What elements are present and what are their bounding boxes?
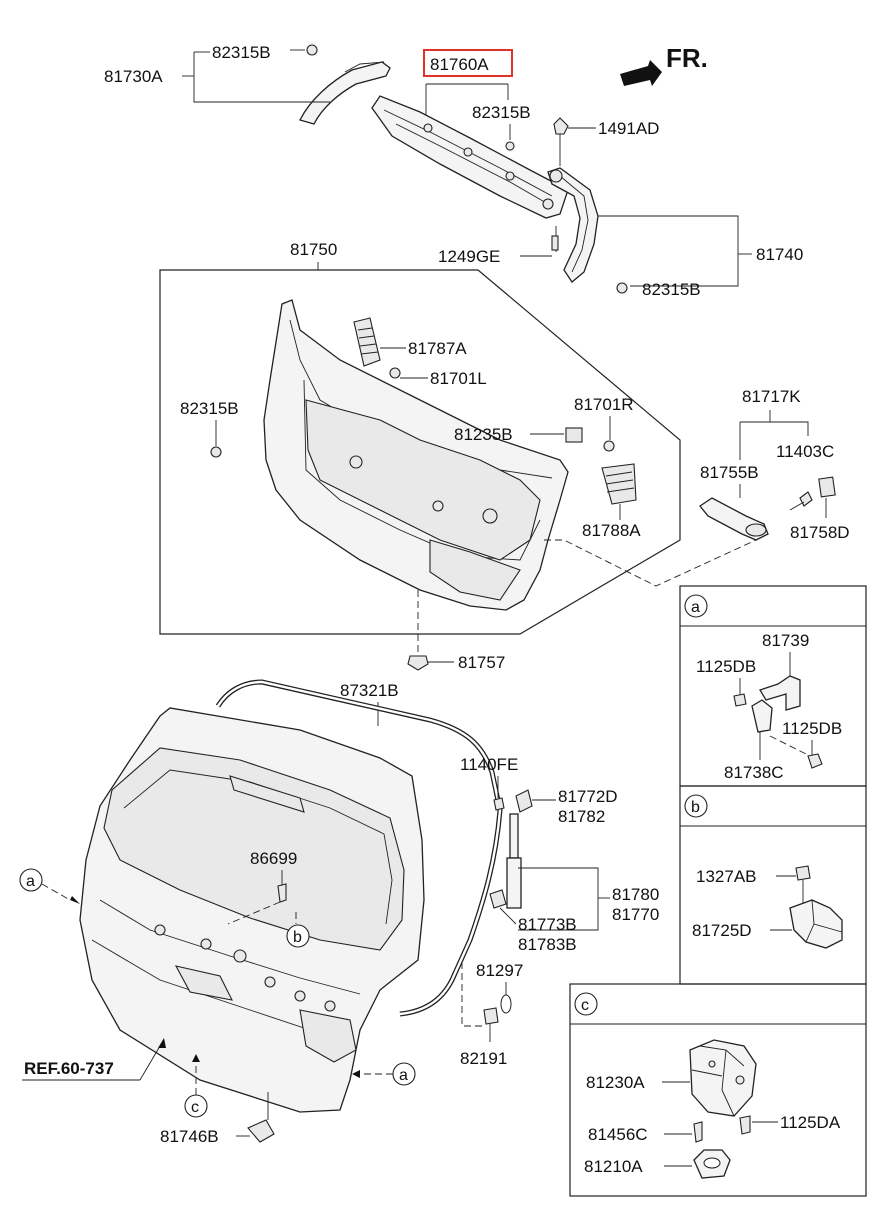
label-82315B-2: 82315B <box>472 103 531 122</box>
nut-1327AB <box>795 865 811 881</box>
callout-b-text: b <box>293 929 302 946</box>
label-1249GE: 1249GE <box>438 247 500 266</box>
detail-c-tag: c <box>581 997 589 1014</box>
screw-81456C <box>693 1121 703 1143</box>
trim-81740 <box>547 117 628 294</box>
label-82315B-4: 82315B <box>180 399 239 418</box>
front-direction-arrow: FR. <box>620 43 708 86</box>
label-87321B: 87321B <box>340 681 399 700</box>
fr-label: FR. <box>666 43 708 73</box>
screw-11403C <box>789 491 813 511</box>
label-81787A: 81787A <box>408 339 467 358</box>
label-82315B-1: 82315B <box>212 43 271 62</box>
emblem-86699 <box>277 883 287 903</box>
bolt-81757 <box>407 655 429 671</box>
clip-81701R <box>603 440 615 452</box>
label-1125DB-1: 1125DB <box>696 657 756 676</box>
callout-a-right-text: a <box>399 1067 408 1084</box>
label-1327AB: 1327AB <box>696 867 757 886</box>
clip-81746B <box>247 1119 275 1143</box>
bracket-81739 <box>759 675 801 711</box>
bolt-1140FE <box>493 797 505 811</box>
label-81740: 81740 <box>756 245 803 264</box>
callout-a-left-text: a <box>26 873 35 890</box>
label-11403C: 11403C <box>776 442 834 461</box>
part-81235B <box>565 427 583 443</box>
clip-82315B-2 <box>505 141 515 151</box>
detail-box-b: b 1327AB 81725D <box>679 785 867 985</box>
label-81782: 81782 <box>558 807 605 826</box>
tailgate-outer-panel <box>79 707 425 1113</box>
tailgate-inner-panel-81750 <box>210 299 637 611</box>
label-81717K: 81717K <box>742 387 801 406</box>
detail-box-a: a 81739 1125DB 1125DB 81738C <box>679 585 867 787</box>
clip-81701L <box>389 367 401 379</box>
label-81758D: 81758D <box>790 523 850 542</box>
label-81760A: 81760A <box>430 55 489 74</box>
bolt-1125DA <box>739 1115 751 1135</box>
gas-strut-81780 <box>506 813 522 909</box>
label-81210A: 81210A <box>584 1157 643 1176</box>
label-81456C: 81456C <box>588 1125 648 1144</box>
label-1125DA: 1125DA <box>780 1113 841 1132</box>
bracket-81773B <box>489 889 507 909</box>
vent-81787A <box>353 317 381 367</box>
label-81773B: 81773B <box>518 915 577 934</box>
label-81772D: 81772D <box>558 787 618 806</box>
bumper-82191 <box>483 1007 499 1025</box>
label-81746B: 81746B <box>160 1127 219 1146</box>
label-81739: 81739 <box>762 631 809 650</box>
panel-group-box <box>159 269 681 635</box>
label-81788A: 81788A <box>582 521 641 540</box>
label-81783B: 81783B <box>518 935 577 954</box>
label-81701L: 81701L <box>430 369 487 388</box>
label-1140FE: 1140FE <box>460 755 518 774</box>
trim-81730A <box>299 44 391 125</box>
label-86699: 86699 <box>250 849 297 868</box>
bracket-81738C <box>751 699 773 733</box>
clip-82315B-3 <box>616 282 628 294</box>
label-81230A: 81230A <box>586 1073 645 1092</box>
label-81701R: 81701R <box>574 395 634 414</box>
callout-a-left <box>19 868 43 892</box>
label-81770: 81770 <box>612 905 659 924</box>
detail-box-c: c 81230A 1125DA 81456C 81210A <box>569 983 867 1197</box>
bumper-81725D <box>789 899 843 949</box>
highlight-box-81760A <box>423 49 513 77</box>
label-81730A: 81730A <box>104 67 163 86</box>
cap-81758D <box>818 476 836 498</box>
label-81235B: 81235B <box>454 425 513 444</box>
label-1125DB-2: 1125DB <box>782 719 842 738</box>
label-81725D: 81725D <box>692 921 752 940</box>
callout-b <box>286 924 310 948</box>
label-81738C: 81738C <box>724 763 784 782</box>
detail-a-tag: a <box>691 599 700 616</box>
trim-81760A <box>371 95 569 219</box>
label-1491AD: 1491AD <box>598 119 659 138</box>
label-82191: 82191 <box>460 1049 507 1068</box>
label-81750: 81750 <box>290 240 337 259</box>
label-81780: 81780 <box>612 885 659 904</box>
bumper-81297 <box>500 994 512 1014</box>
handle-81755B <box>699 497 769 541</box>
label-81757: 81757 <box>458 653 505 672</box>
label-81297: 81297 <box>476 961 523 980</box>
clip-82315B-4 <box>210 446 222 458</box>
clip-1491AD <box>553 117 569 135</box>
callout-c-text: c <box>191 1099 199 1116</box>
ref-label: REF.60-737 <box>24 1059 114 1078</box>
label-82315B-3: 82315B <box>642 280 701 299</box>
detail-b-tag: b <box>691 799 700 816</box>
clip-82315B-1 <box>306 44 318 56</box>
label-81755B: 81755B <box>700 463 759 482</box>
bracket-81772D <box>515 789 533 813</box>
